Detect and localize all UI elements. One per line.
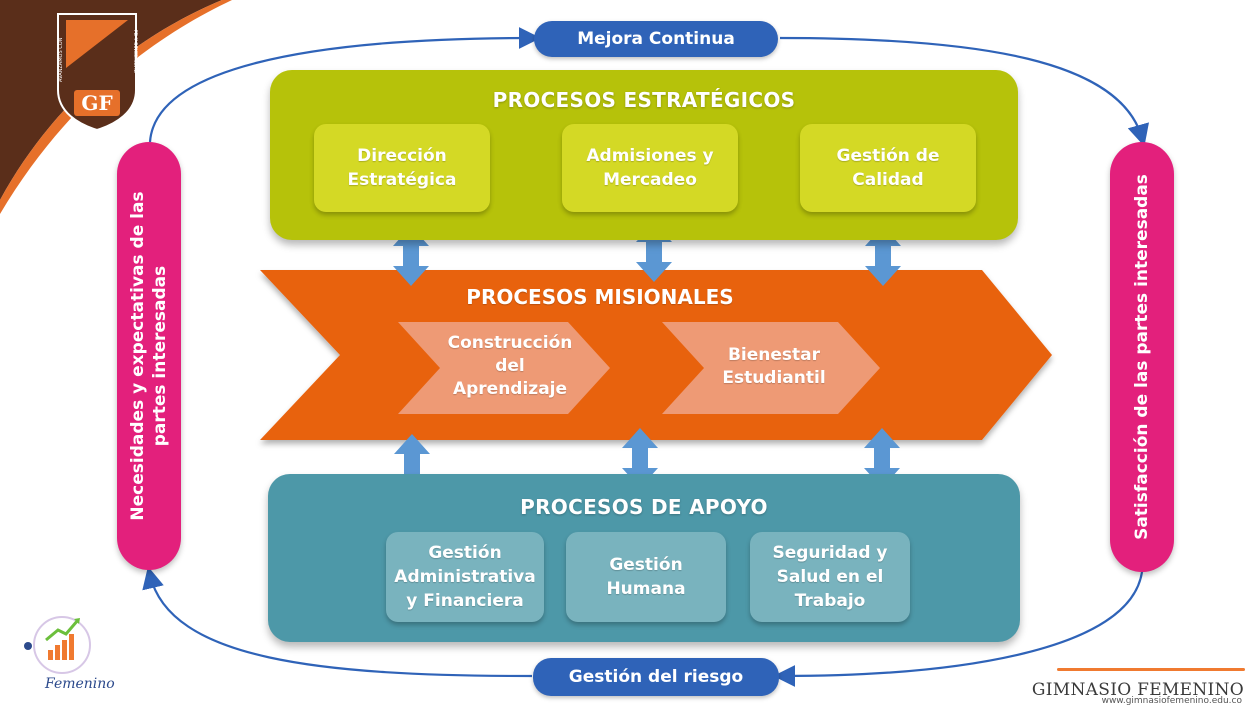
satisfaccion-text: Satisfacción de las partes interesadas [1132,174,1152,540]
gestion-riesgo-pill: Gestión del riesgo [533,658,779,696]
connector-top-right [779,36,1149,147]
necesidades-line2: partes interesadas [150,265,170,447]
inner-chevron-1 [398,322,610,414]
necesidades-line1: Necesidades y expectativas de las [128,191,148,521]
box-line: Aprendizaje [452,379,568,399]
inner-chevron-2 [662,322,880,414]
construccion-aprendizaje-label: Construcción del Aprendizaje [420,332,600,401]
box-line: Estratégica [347,170,457,190]
necesidades-pill: Necesidades y expectativas de las partes… [117,142,181,570]
box-line: Gestión [609,555,683,575]
growth-logo-icon [24,616,91,674]
bienestar-estudiantil-label: Bienestar Estudiantil [684,344,864,390]
satisfaccion-pill: Satisfacción de las partes interesadas [1110,142,1174,572]
brand-line [1057,668,1245,671]
gestion-calidad-box: Gestión de Calidad [800,124,976,212]
school-shield-icon: GF AVANZAMOS CON FE Y SINCERIDAD [57,13,138,132]
strategic-title: PROCESOS ESTRATÉGICOS [492,88,796,112]
box-line: Gestión de [836,146,940,166]
box-line: Salud en el [776,567,884,587]
gestion-riesgo-label: Gestión del riesgo [568,667,744,687]
seguridad-salud-box: Seguridad y Salud en el Trabajo [750,532,910,622]
brand-name: GIMNASIO FEMENINO [1031,680,1244,700]
shield-motto-left: AVANZAMOS CON [58,37,64,82]
missional-title: PROCESOS MISIONALES [466,285,734,309]
box-line: del [495,356,525,376]
double-arrow-icon [393,226,429,286]
box-line: Mercadeo [603,170,697,190]
connector-right-bottom [773,571,1144,687]
cycle-connectors [142,27,1149,687]
box-line: Bienestar [727,345,821,365]
double-arrow-icon [622,428,658,488]
shield-initials: GF [81,91,112,115]
connector-bottom-left [142,566,533,678]
box-line: Estudiantil [722,368,826,388]
brand-url: www.gimnasiofemenino.edu.co [1101,696,1242,706]
box-line: Admisiones y [586,146,714,166]
double-arrow-icon [864,428,900,488]
box-line: Administrativa [394,567,536,587]
support-title: PROCESOS DE APOYO [520,495,768,519]
box-line: Construcción [447,333,573,353]
box-line: Gestión [428,543,502,563]
mejora-continua-pill: Mejora Continua [534,21,778,57]
necesidades-text: Necesidades y expectativas de las partes… [127,191,171,520]
box-line: Humana [606,579,686,599]
shield-motto-right: FE Y SINCERIDAD [132,30,138,73]
connector-left-top [148,27,541,143]
box-line: Dirección [357,146,447,166]
femenino-logo-text: Femenino [45,676,115,692]
box-line: Trabajo [794,591,866,611]
box-line: Calidad [852,170,924,190]
double-arrow-icon [865,226,901,286]
box-line: y Financiera [406,591,524,611]
admisiones-mercadeo-box: Admisiones y Mercadeo [562,124,738,212]
mejora-continua-label: Mejora Continua [577,29,735,49]
box-line: Seguridad y [772,543,888,563]
